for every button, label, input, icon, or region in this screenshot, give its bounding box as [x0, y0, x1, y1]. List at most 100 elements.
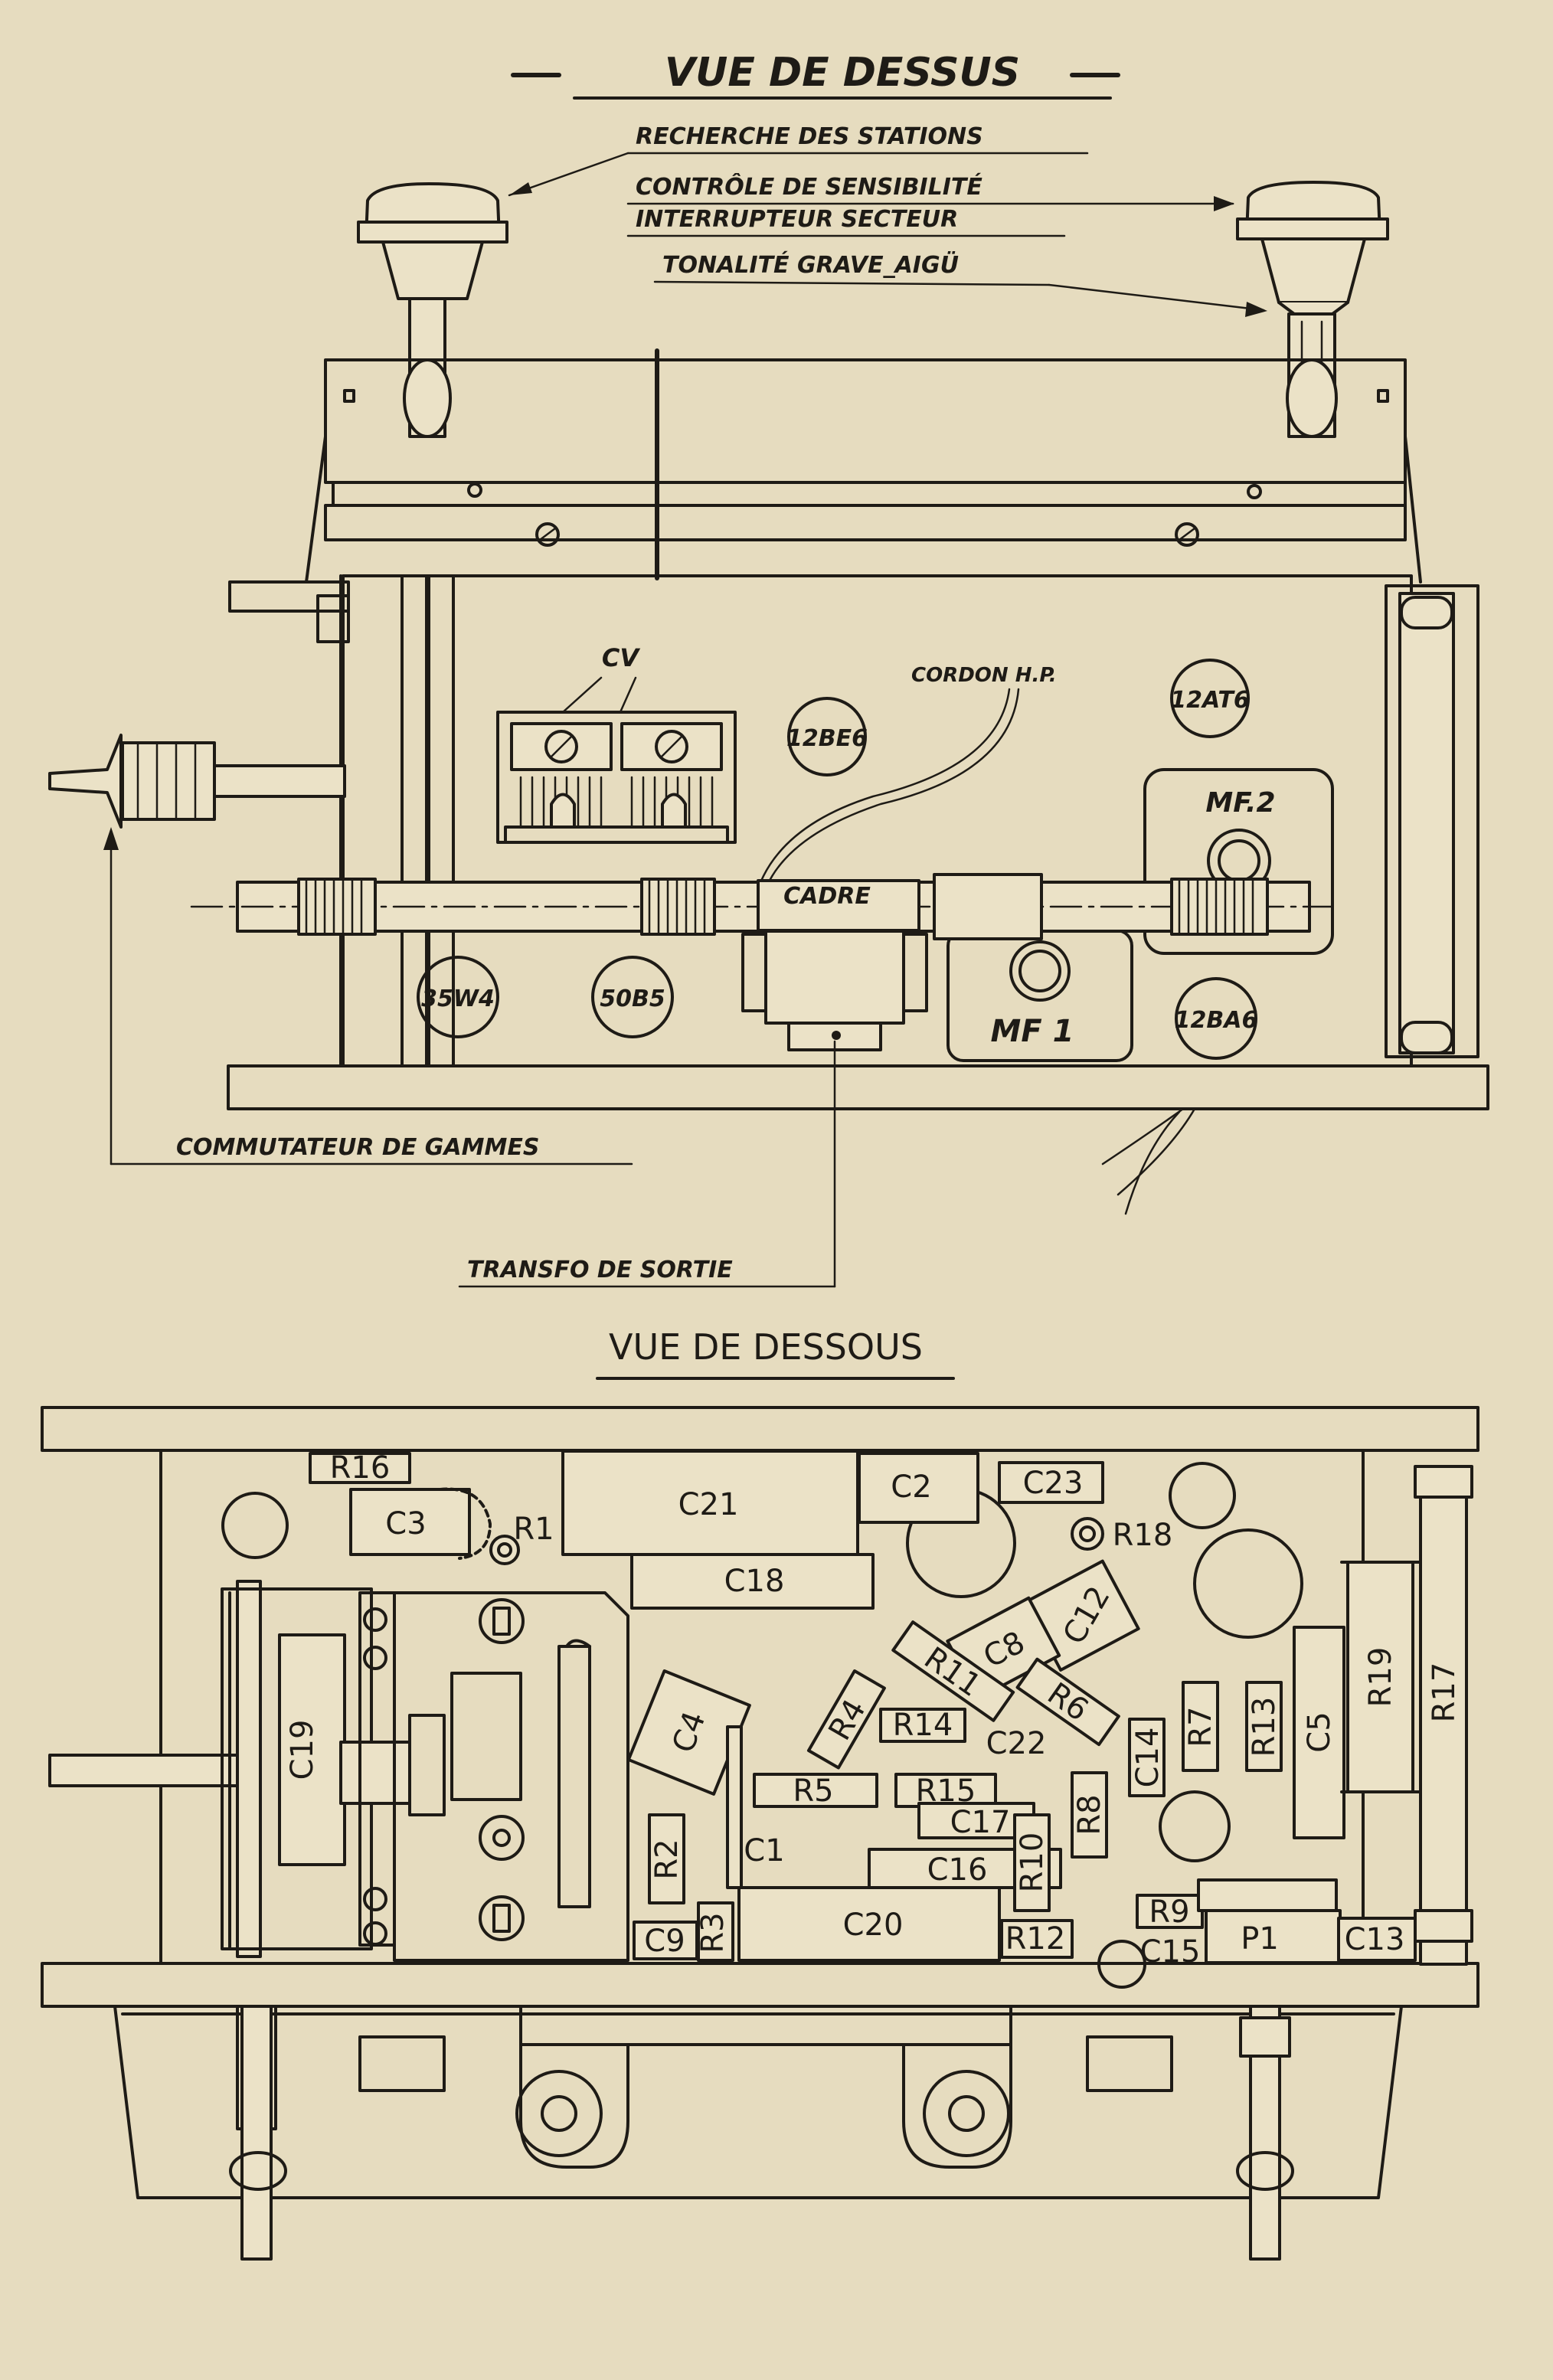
svg-text:R17: R17 — [1427, 1662, 1462, 1723]
component-r7: R7 — [1182, 1681, 1219, 1772]
component-r4: R4 — [806, 1669, 886, 1770]
cadre-antenna: CADRE — [190, 873, 1334, 940]
label-mf1: MF 1 — [991, 1014, 1074, 1049]
bottom-view: VUE DE DESSOUS — [41, 1326, 1479, 2261]
tube-12be6: 12BE6 — [786, 697, 868, 776]
bottom-view-title: VUE DE DESSOUS — [609, 1326, 923, 1368]
svg-text:C9: C9 — [644, 1924, 685, 1959]
label-cv: CV — [602, 643, 640, 672]
component-c21: C21 — [561, 1450, 859, 1556]
svg-text:R8: R8 — [1072, 1794, 1107, 1835]
component-r8: R8 — [1071, 1771, 1108, 1859]
svg-text:C16: C16 — [927, 1852, 988, 1888]
component-r13: R13 — [1245, 1681, 1283, 1772]
svg-text:R19: R19 — [1363, 1647, 1398, 1708]
svg-text:C3: C3 — [385, 1506, 426, 1541]
transfo-callout: TRANSFO DE SORTIE — [458, 1040, 836, 1288]
commutateur-callout: COMMUTATEUR DE GAMMES — [103, 827, 633, 1165]
component-c23: C23 — [998, 1461, 1104, 1504]
svg-text:R10: R10 — [1015, 1832, 1050, 1893]
svg-text:C5: C5 — [1302, 1711, 1337, 1752]
svg-text:C14: C14 — [1130, 1728, 1166, 1788]
label-recherche-stations: RECHERCHE DES STATIONS — [636, 123, 983, 150]
component-r12: R12 — [1000, 1919, 1074, 1959]
component-c13: C13 — [1337, 1917, 1417, 1962]
chassis-top — [48, 574, 1489, 1110]
svg-text:C21: C21 — [678, 1487, 739, 1522]
range-switch-mechanism: C19 — [48, 1580, 629, 1962]
tube-50b5: 50B5 — [591, 956, 674, 1038]
component-r19: R19 — [1340, 1561, 1421, 1793]
svg-text:C1: C1 — [744, 1833, 784, 1868]
label-mf2: MF.2 — [1205, 787, 1275, 819]
component-r14: R14 — [879, 1708, 966, 1743]
svg-text:P1: P1 — [1241, 1921, 1279, 1957]
svg-text:R12: R12 — [1005, 1921, 1066, 1957]
tube-label-12at6: 12AT6 — [1170, 687, 1249, 714]
svg-text:R3: R3 — [695, 1912, 731, 1953]
svg-text:C15: C15 — [1140, 1934, 1201, 1970]
top-view-title: VUE DE DESSUS — [665, 50, 1020, 96]
component-c14: C14 — [1128, 1718, 1166, 1797]
output-transformer — [741, 930, 928, 1051]
component-r9: R9 — [1136, 1894, 1204, 1930]
component-r16: R16 — [309, 1450, 411, 1486]
svg-text:R14: R14 — [893, 1708, 953, 1743]
component-r5: R5 — [753, 1773, 878, 1809]
cordon-hp: CORDON H.P. — [757, 664, 1057, 890]
socket-1 — [221, 1492, 289, 1559]
tube-label-50b5: 50B5 — [600, 986, 665, 1012]
component-c5: C5 — [1293, 1626, 1345, 1839]
label-tonalite: TONALITÉ GRAVE_AIGÜ — [662, 250, 959, 279]
tube-12at6: 12AT6 — [1170, 659, 1250, 738]
mf1-transformer: MF 1 — [947, 929, 1133, 1062]
label-commutateur: COMMUTATEUR DE GAMMES — [176, 1134, 539, 1161]
svg-text:R9: R9 — [1149, 1895, 1189, 1930]
tube-12ba6: 12BA6 — [1175, 977, 1258, 1060]
svg-text:R13: R13 — [1247, 1697, 1282, 1757]
svg-text:C18: C18 — [724, 1564, 785, 1599]
component-r3: R3 — [695, 1901, 734, 1962]
tube-label-35w4: 35W4 — [421, 986, 495, 1012]
svg-text:C22: C22 — [986, 1726, 1047, 1761]
svg-text:R5: R5 — [793, 1774, 833, 1809]
label-cordon-hp: CORDON H.P. — [911, 664, 1057, 687]
component-c3: C3 — [349, 1487, 492, 1560]
label-interrupteur-secteur: INTERRUPTEUR SECTEUR — [636, 206, 958, 233]
component-c22: C22 — [986, 1726, 1047, 1761]
svg-text:C13: C13 — [1345, 1922, 1405, 1957]
tube-label-12be6: 12BE6 — [786, 725, 868, 752]
part-c19: C19 — [285, 1720, 320, 1780]
svg-text:C23: C23 — [1023, 1466, 1084, 1501]
mf2-transformer: MF.2 — [1143, 768, 1334, 955]
top-view: VUE DE DESSUS RECHERCHE DES STATIONS CON… — [48, 50, 1489, 1288]
svg-text:R16: R16 — [330, 1450, 391, 1486]
svg-text:C2: C2 — [891, 1470, 931, 1505]
component-c2: C2 — [858, 1452, 979, 1524]
component-r1: R1 — [489, 1512, 554, 1565]
component-r17: R17 — [1414, 1465, 1473, 1966]
tube-label-12ba6: 12BA6 — [1175, 1007, 1258, 1034]
component-c20: C20 — [737, 1886, 1001, 1962]
component-r10: R10 — [1013, 1813, 1051, 1912]
component-r2: R2 — [648, 1813, 685, 1904]
component-c15: C15 — [1140, 1934, 1201, 1970]
component-c18: C18 — [630, 1553, 875, 1610]
component-p1: P1 — [1197, 1878, 1342, 1964]
tube-35w4: 35W4 — [417, 956, 499, 1038]
front-panel — [305, 348, 1422, 584]
svg-text:C17: C17 — [950, 1805, 1011, 1840]
right-knob — [1236, 181, 1389, 438]
label-cadre: CADRE — [783, 883, 871, 910]
svg-text:R2: R2 — [649, 1839, 685, 1879]
component-c1: C1 — [726, 1725, 785, 1889]
label-controle-sensibilite: CONTRÔLE DE SENSIBILITÉ — [636, 172, 982, 201]
component-r18: R18 — [1071, 1517, 1173, 1553]
svg-text:R7: R7 — [1183, 1706, 1218, 1747]
chassis-skirt — [113, 2005, 1403, 2261]
svg-text:C20: C20 — [843, 1908, 904, 1943]
component-c9: C9 — [633, 1921, 698, 1960]
svg-text:R18: R18 — [1113, 1518, 1173, 1553]
